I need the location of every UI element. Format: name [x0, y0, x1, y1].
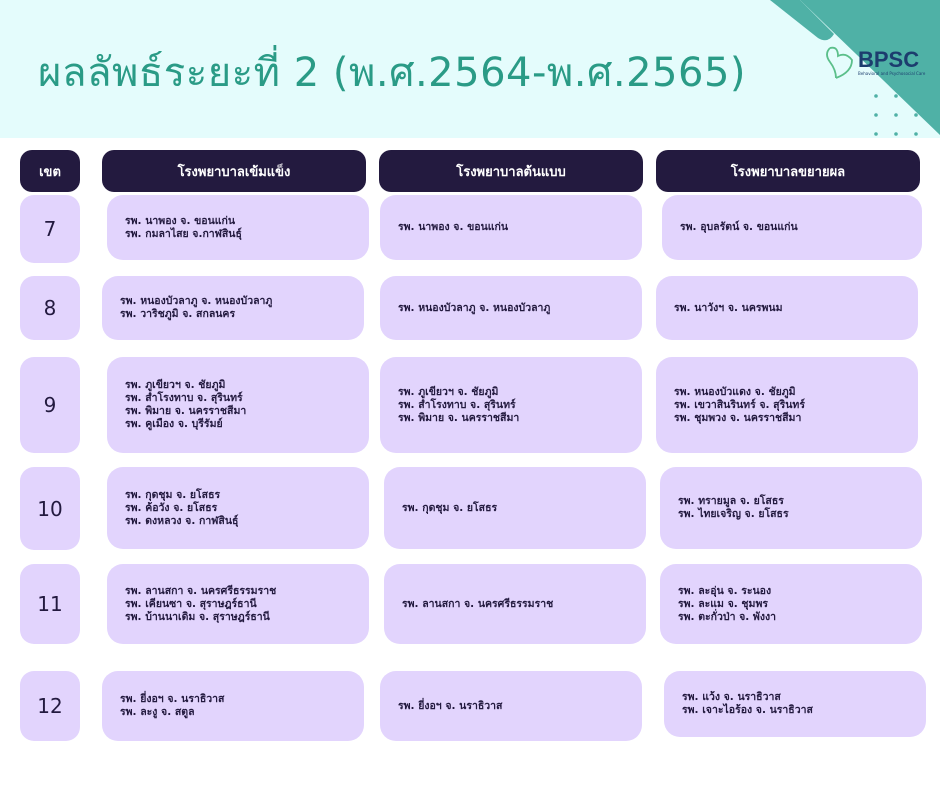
hospital-item: รพ. สำโรงทาบ จ. สุรินทร์	[398, 398, 516, 411]
butterfly-icon	[826, 46, 853, 79]
zone-9: 9	[20, 357, 80, 453]
model-hospital-card: รพ. ยี่งอฯ จ. นราธิวาส	[380, 671, 642, 741]
logo-text: BPSC	[858, 46, 920, 72]
hospital-item: รพ. ละอุ่น จ. ระนอง	[678, 584, 772, 597]
header-expansion-hospital: โรงพยาบาลขยายผล	[656, 150, 920, 192]
zone-11: 11	[20, 564, 80, 644]
hospital-item: รพ. วาริชภูมิ จ. สกลนคร	[120, 308, 236, 320]
zone-12: 12	[20, 671, 80, 741]
hospital-item: รพ. ละงู จ. สตูล	[120, 706, 195, 718]
hospital-item: รพ. ภูเขียวฯ จ. ชัยภูมิ	[398, 385, 499, 398]
hospital-item: รพ. นาพอง จ. ขอนแก่น	[125, 214, 236, 227]
header-band	[0, 0, 940, 138]
bpsc-logo: BPSC Behavioral and Psychosocial Care	[822, 44, 925, 80]
hospital-item: รพ. เจาะไอร้อง จ. นราธิวาส	[682, 704, 813, 716]
decorative-shapes	[770, 0, 940, 136]
hospital-item: รพ. หนองบัวลาภู จ. หนองบัวลาภู	[398, 301, 551, 314]
hospital-item: รพ. กุดชุม จ. ยโสธร	[125, 488, 221, 501]
expansion-hospital-card: รพ. ละอุ่น จ. ระนองรพ. ละแม จ. ชุมพรรพ. …	[660, 564, 922, 644]
hospital-item: รพ. แว้ง จ. นราธิวาส	[682, 691, 781, 703]
strong-hospital-card: รพ. ภูเขียวฯ จ. ชัยภูมิรพ. สำโรงทาบ จ. ส…	[107, 357, 369, 453]
header-strong-hospital: โรงพยาบาลเข้มแข็ง	[102, 150, 366, 192]
hospital-item: รพ. นาวังฯ จ. นครพนม	[674, 301, 783, 314]
hospital-item: รพ. ละแม จ. ชุมพร	[678, 597, 769, 610]
hospital-item: รพ. ชุมพวง จ. นครราชสีมา	[674, 411, 802, 424]
logo-subtitle: Behavioral and Psychosocial Care	[858, 70, 926, 76]
expansion-hospital-card: รพ. นาวังฯ จ. นครพนม	[656, 276, 918, 340]
hospital-item: รพ. สำโรงทาบ จ. สุรินทร์	[125, 392, 243, 404]
hospital-item: รพ. คูเมือง จ. บุรีรัมย์	[125, 418, 223, 430]
hospital-item: รพ. พิมาย จ. นครราชสีมา	[125, 405, 247, 417]
strong-hospital-card: รพ. ลานสกา จ. นครศรีธรรมราชรพ. เคียนซา จ…	[107, 564, 369, 644]
strong-hospital-card: รพ. กุดชุม จ. ยโสธรรพ. ค้อวัง จ. ยโสธรรพ…	[107, 467, 369, 549]
hospital-item: รพ. ลานสกา จ. นครศรีธรรมราช	[125, 584, 277, 597]
expansion-hospital-card: รพ. หนองบัวแดง จ. ชัยภูมิรพ. เขวาสินรินท…	[656, 357, 918, 453]
strong-hospital-card: รพ. ยี่งอฯ จ. นราธิวาสรพ. ละงู จ. สตูล	[102, 671, 364, 741]
hospital-item: รพ. ค้อวัง จ. ยโสธร	[125, 501, 218, 514]
strong-hospital-card: รพ. หนองบัวลาภู จ. หนองบัวลาภูรพ. วาริชภ…	[102, 276, 364, 340]
hospital-item: รพ. ไทยเจริญ จ. ยโสธร	[678, 508, 789, 520]
hospital-item: รพ. ยี่งอฯ จ. นราธิวาส	[398, 699, 503, 712]
expansion-hospital-card: รพ. ทรายมูล จ. ยโสธรรพ. ไทยเจริญ จ. ยโสธ…	[660, 467, 922, 549]
strong-hospital-card: รพ. นาพอง จ. ขอนแก่นรพ. กมลาไสย จ.กาฬสิน…	[107, 195, 369, 260]
hospital-item: รพ. กมลาไสย จ.กาฬสินธุ์	[125, 227, 242, 240]
hospital-item: รพ. ยี่งอฯ จ. นราธิวาส	[120, 693, 225, 705]
expansion-hospital-card: รพ. แว้ง จ. นราธิวาสรพ. เจาะไอร้อง จ. นร…	[664, 671, 926, 737]
model-hospital-card: รพ. นาพอง จ. ขอนแก่น	[380, 195, 642, 260]
model-hospital-card: รพ. ลานสกา จ. นครศรีธรรมราช	[384, 564, 646, 644]
zone-7: 7	[20, 195, 80, 263]
header-model-hospital: โรงพยาบาลต้นแบบ	[379, 150, 643, 192]
zone-10: 10	[20, 467, 80, 550]
hospital-item: รพ. กุดชุม จ. ยโสธร	[402, 501, 498, 514]
page-title: ผลลัพธ์ระยะที่ 2 (พ.ศ.2564-พ.ศ.2565)	[38, 50, 746, 96]
hospital-item: รพ. ภูเขียวฯ จ. ชัยภูมิ	[125, 379, 226, 391]
zone-8: 8	[20, 276, 80, 340]
hospital-item: รพ. หนองบัวแดง จ. ชัยภูมิ	[674, 385, 796, 398]
hospital-item: รพ. พิมาย จ. นครราชสีมา	[398, 411, 520, 424]
hospital-item: รพ. เขวาสินรินทร์ จ. สุรินทร์	[674, 398, 805, 411]
hospital-item: รพ. ลานสกา จ. นครศรีธรรมราช	[402, 597, 554, 610]
model-hospital-card: รพ. กุดชุม จ. ยโสธร	[384, 467, 646, 549]
model-hospital-card: รพ. หนองบัวลาภู จ. หนองบัวลาภู	[380, 276, 642, 340]
hospital-item: รพ. ทรายมูล จ. ยโสธร	[678, 495, 784, 507]
hospital-item: รพ. ดงหลวง จ. กาฬสินธุ์	[125, 514, 239, 527]
hospital-item: รพ. อุบลรัตน์ จ. ขอนแก่น	[680, 221, 798, 233]
hospital-item: รพ. บ้านนาเดิม จ. สุราษฎร์ธานี	[125, 610, 270, 623]
expansion-hospital-card: รพ. อุบลรัตน์ จ. ขอนแก่น	[662, 195, 922, 260]
hospital-item: รพ. เคียนซา จ. สุราษฎร์ธานี	[125, 597, 257, 610]
hospital-item: รพ. นาพอง จ. ขอนแก่น	[398, 221, 509, 233]
hospital-item: รพ. หนองบัวลาภู จ. หนองบัวลาภู	[120, 295, 273, 307]
header-zone: เขต	[20, 150, 80, 192]
model-hospital-card: รพ. ภูเขียวฯ จ. ชัยภูมิรพ. สำโรงทาบ จ. ส…	[380, 357, 642, 453]
hospital-item: รพ. ตะกั่วป่า จ. พังงา	[678, 610, 777, 623]
